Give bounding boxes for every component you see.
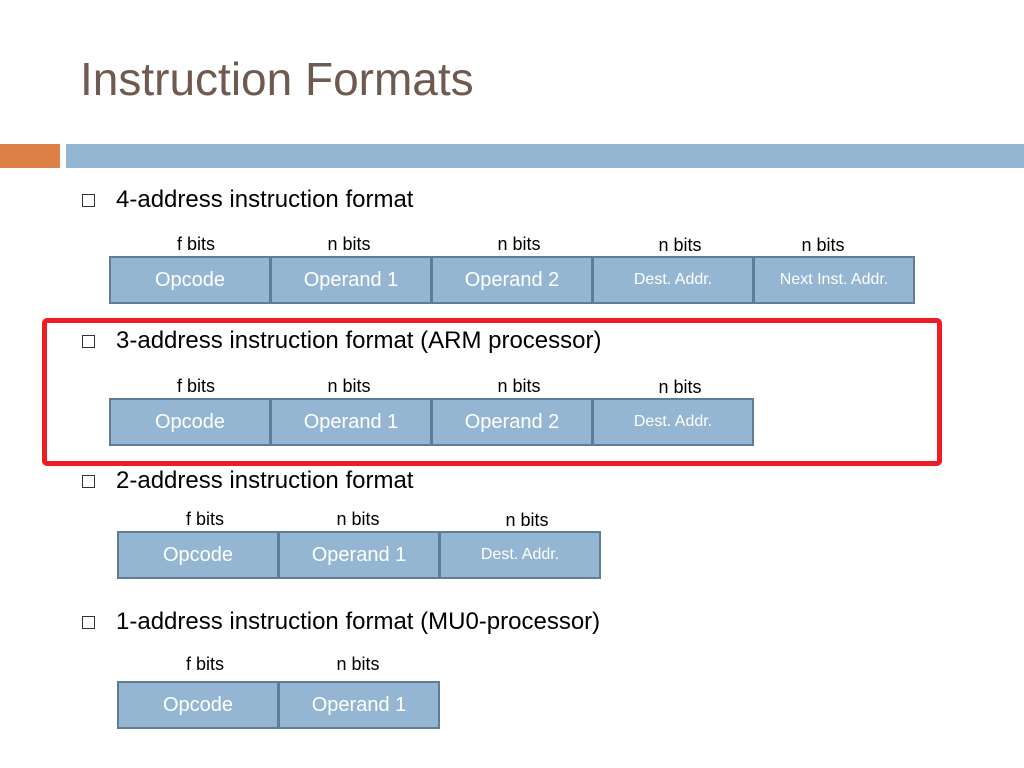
field-next-inst-addr: Next Inst. Addr. [753,256,915,304]
bit-label: n bits [658,377,702,397]
field-operand-1: Operand 1 [278,681,440,729]
hollow-square-bullet-icon [82,474,95,488]
bit-label: f bits [185,509,225,529]
field-operand-2: Operand 2 [431,398,593,446]
bit-label: f bits [176,376,216,396]
bit-label: f bits [176,234,216,254]
hollow-square-bullet-icon [82,193,95,207]
header-bar [66,144,1024,168]
bit-label: n bits [327,376,371,396]
hollow-square-bullet-icon [82,615,95,629]
bit-label: n bits [801,235,845,255]
bit-label: n bits [336,654,380,674]
field-dest-addr: Dest. Addr. [592,256,754,304]
bullet-2-address: 2-address instruction format [82,467,413,495]
field-opcode: Opcode [117,681,279,729]
bullet-1-address: 1-address instruction format (MU0-proces… [82,608,600,636]
bit-label: n bits [497,376,541,396]
bit-label: n bits [658,235,702,255]
bit-label: f bits [185,654,225,674]
bullet-text: 4-address instruction format [116,186,414,213]
field-operand-1: Operand 1 [270,398,432,446]
bullet-text: 1-address instruction format (MU0-proces… [116,608,601,635]
field-dest-addr: Dest. Addr. [439,531,601,579]
field-dest-addr: Dest. Addr. [592,398,754,446]
field-opcode: Opcode [117,531,279,579]
highlight-frame [42,318,942,466]
bit-label: n bits [336,509,380,529]
bullet-text: 3-address instruction format (ARM proces… [116,327,602,354]
bullet-text: 2-address instruction format [116,467,414,494]
bit-label: n bits [327,234,371,254]
bullet-4-address: 4-address instruction format [82,186,413,214]
field-opcode: Opcode [109,398,271,446]
field-operand-1: Operand 1 [278,531,440,579]
bullet-3-address: 3-address instruction format (ARM proces… [82,327,601,355]
field-operand-1: Operand 1 [270,256,432,304]
field-operand-2: Operand 2 [431,256,593,304]
bit-label: n bits [497,234,541,254]
field-opcode: Opcode [109,256,271,304]
hollow-square-bullet-icon [82,334,95,348]
slide-title: Instruction Formats [80,53,474,105]
accent-bar [0,144,60,168]
bit-label: n bits [505,510,549,530]
